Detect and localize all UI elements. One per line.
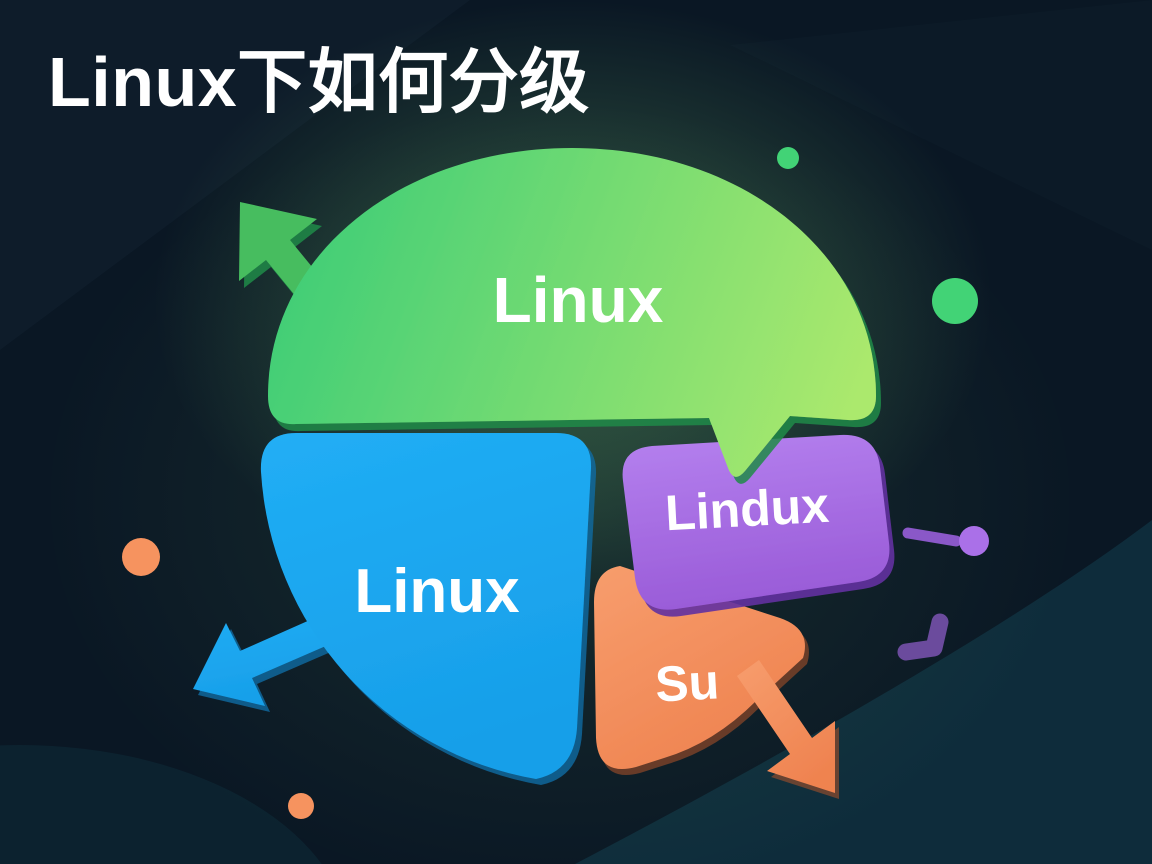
- segment-su-bottom-right: [594, 566, 835, 793]
- segment-lindux-right: [622, 434, 890, 610]
- segment-linux-bottom-left: [193, 433, 592, 779]
- segment-label-lindux: Lindux: [664, 477, 831, 542]
- wedge-shape: [594, 566, 805, 770]
- rounded-panel-shape: [622, 434, 890, 610]
- purple-lollipop-stick: [902, 527, 962, 547]
- segment-label-linux-top: Linux: [493, 264, 664, 336]
- page-title: Linux下如何分级: [48, 43, 590, 121]
- orange-dot-bottom: [288, 793, 314, 819]
- dome-speech-bubble-shape: [268, 148, 876, 477]
- segment-linux-top: [239, 148, 876, 477]
- purple-lollipop-icon: [959, 526, 989, 556]
- background-band-top-right: [730, 0, 1152, 250]
- background-wave-bottom-right: [575, 520, 1152, 864]
- arrow-down-right-icon: [737, 660, 835, 793]
- orange-dot-left: [122, 538, 160, 576]
- green-dot-small: [777, 147, 799, 169]
- segment-label-linux-left: Linux: [354, 557, 520, 626]
- purple-elbow-icon: [897, 613, 949, 661]
- quarter-pie-shape: [260, 433, 592, 779]
- segment-label-su: Su: [654, 653, 721, 712]
- green-dot-large: [932, 278, 978, 324]
- background-wave-bottom-left: [0, 745, 322, 864]
